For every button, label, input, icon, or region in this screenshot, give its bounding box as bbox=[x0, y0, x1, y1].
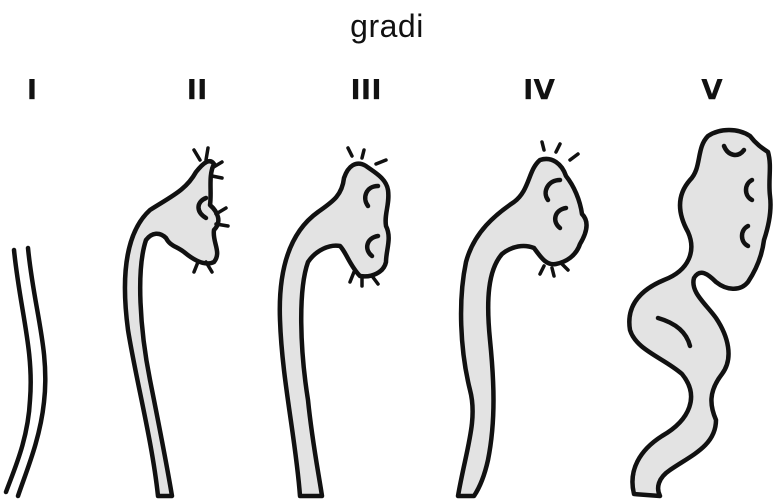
vessel-grade-3-twig bbox=[348, 148, 386, 164]
vessel-grade-1 bbox=[6, 248, 45, 496]
vessel-grade-3 bbox=[280, 148, 389, 496]
vessel-grade-2 bbox=[125, 148, 228, 496]
vessel-grade-2-body bbox=[125, 161, 218, 496]
vessel-grade-1-wall-left bbox=[6, 250, 31, 492]
vessel-grade-3-body bbox=[280, 164, 389, 496]
vessel-grade-2-twig bbox=[194, 148, 208, 160]
vessel-grade-5 bbox=[629, 130, 770, 496]
vessel-grade-4 bbox=[458, 142, 586, 496]
